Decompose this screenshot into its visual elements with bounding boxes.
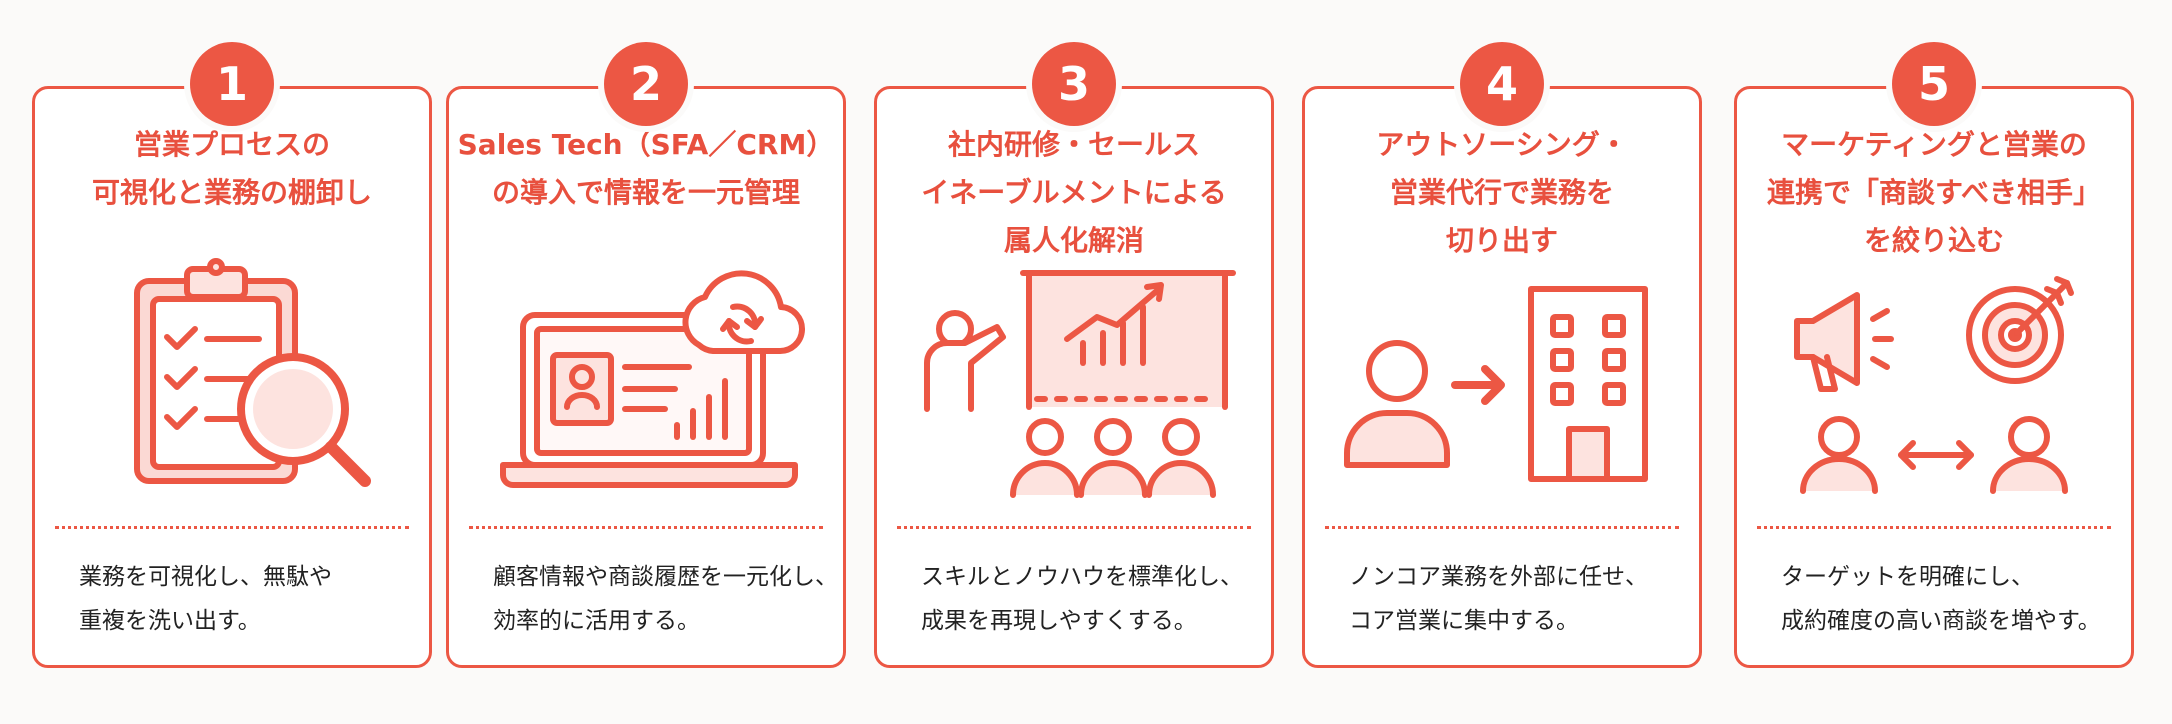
step-card-1: 営業プロセスの 可視化と業務の棚卸し 業務を可視化し、無駄や 重複を洗い出す。 [32, 86, 432, 668]
step-description: ノンコア業務を外部に任せ、 コア営業に集中する。 [1349, 564, 1648, 634]
step-description: 顧客情報や商談履歴を一元化し、 効率的に活用する。 [493, 564, 838, 634]
dotted-divider [469, 526, 823, 529]
person-to-building-icon [1344, 259, 1665, 509]
step-number-badge: 1 [190, 42, 274, 126]
dotted-divider [1325, 526, 1679, 529]
step-description: 業務を可視化し、無駄や 重複を洗い出す。 [79, 564, 332, 634]
step-number-badge: 2 [604, 42, 688, 126]
step-description: ターゲットを明確にし、 成約確度の高い商談を増やす。 [1781, 564, 2101, 634]
step-number-badge: 3 [1032, 42, 1116, 126]
step-title: Sales Tech（SFA／CRM） の導入で情報を一元管理 [457, 128, 835, 209]
step-title: 社内研修・セールス イネーブルメントによる 属人化解消 [921, 128, 1227, 257]
step-card-2: Sales Tech（SFA／CRM） の導入で情報を一元管理 顧客情報や商談履… [446, 86, 846, 668]
step-number-badge: 4 [1460, 42, 1544, 126]
laptop-cloud-sync-icon [489, 259, 809, 509]
dotted-divider [897, 526, 1251, 529]
step-card-5: マーケティングと営業の 連携で「商談すべき相手」 を絞り込む ターゲットを明確に… [1734, 86, 2134, 668]
dotted-divider [55, 526, 409, 529]
megaphone-target-people-icon [1777, 259, 2097, 509]
step-description: スキルとノウハウを標準化し、 成果を再現しやすくする。 [921, 564, 1243, 634]
step-title: アウトソーシング・ 営業代行で業務を 切り出す [1376, 128, 1628, 257]
dotted-divider [1757, 526, 2111, 529]
training-presentation-icon [917, 259, 1237, 509]
step-card-3: 社内研修・セールス イネーブルメントによる 属人化解消 スキ [874, 86, 1274, 668]
step-title: マーケティングと営業の 連携で「商談すべき相手」 を絞り込む [1766, 128, 2102, 257]
step-card-4: アウトソーシング・ 営業代行で業務を 切り出す ノンコア業務を外部に任せ、 コア… [1302, 86, 1702, 668]
step-number-badge: 5 [1892, 42, 1976, 126]
clipboard-magnifier-icon [75, 258, 395, 509]
step-title: 営業プロセスの 可視化と業務の棚卸し [91, 128, 372, 209]
